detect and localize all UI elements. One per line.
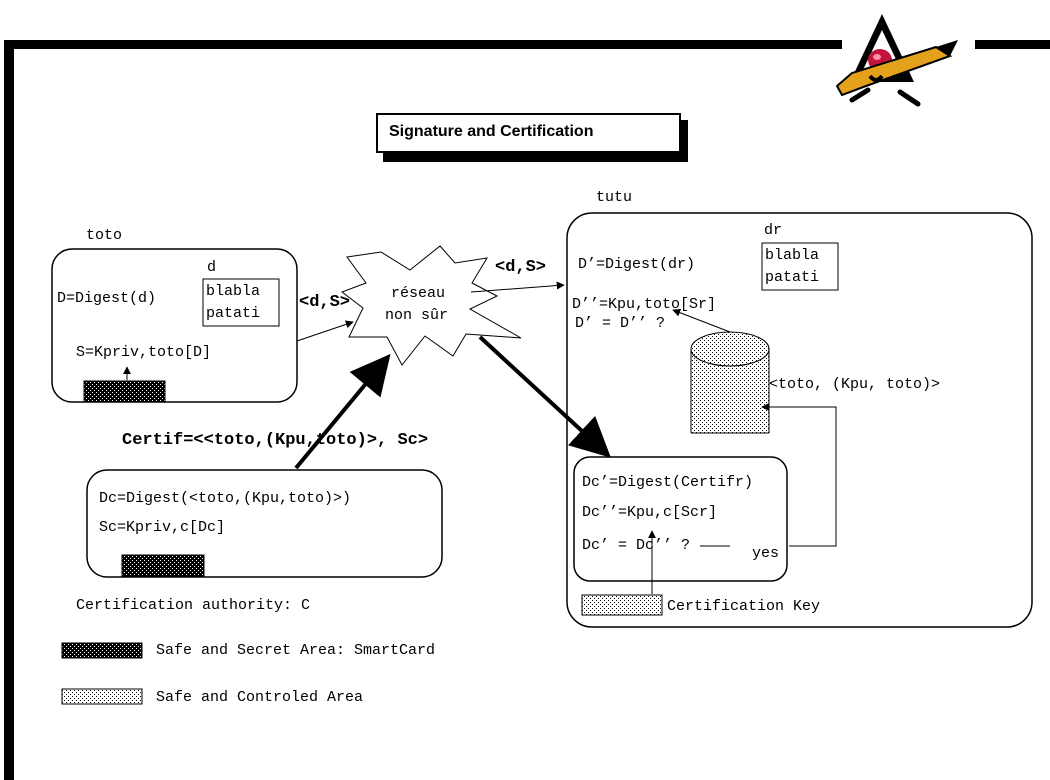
tutu-compare: D’ = D’’ ? — [575, 315, 666, 332]
title-box — [376, 113, 688, 162]
cert-verify: Dc’’=Kpu,c[Scr] — [582, 504, 718, 521]
toto-label: toto — [86, 227, 123, 244]
network-cloud — [340, 245, 522, 366]
legend-swatches — [61, 642, 143, 705]
network-line-2: non sûr — [385, 307, 449, 324]
network-line-1: réseau — [391, 285, 446, 302]
toto-signature: S=Kpriv,toto[D] — [76, 344, 212, 361]
tutu-doc-line-2: patati — [765, 269, 820, 286]
legend-smartcard-label: Safe and Secret Area: SmartCard — [156, 642, 436, 659]
toto-doc-line-1: blabla — [206, 283, 261, 300]
certificate-label: Certif=<<toto,(Kpu,toto)>, Sc> — [122, 431, 429, 450]
toto-doc-line-2: patati — [206, 305, 261, 322]
diagram-title: Signature and Certification — [389, 123, 594, 140]
legend-controlled-label: Safe and Controled Area — [156, 689, 364, 706]
message-left: <d,S> — [299, 293, 351, 312]
tutu-label: tutu — [596, 189, 633, 206]
cert-digest: Dc’=Digest(Certifr) — [582, 474, 754, 491]
ca-box — [86, 469, 443, 578]
tutu-box — [566, 212, 1033, 628]
cert-compare: Dc’ = Dc’’ ? — [582, 537, 691, 554]
toto-box — [51, 248, 298, 403]
certification-key-label: Certification Key — [667, 598, 821, 615]
tutu-verify: D’’=Kpu,toto[Sr] — [572, 296, 717, 313]
tutu-doc-label: dr — [764, 222, 783, 239]
message-right: <d,S> — [495, 258, 547, 277]
ca-digest: Dc=Digest(<toto,(Kpu,toto)>) — [99, 490, 352, 507]
key-db-entry: <toto, (Kpu, toto)> — [769, 376, 941, 393]
page-frame — [4, 40, 1050, 780]
key-database — [690, 331, 770, 434]
toto-doc-label: d — [207, 259, 217, 276]
yes-label: yes — [752, 545, 780, 562]
tutu-digest: D’=Digest(dr) — [578, 256, 696, 273]
java-duke-logo — [835, 14, 958, 107]
ca-label: Certification authority: C — [76, 597, 311, 614]
tutu-doc-line-1: blabla — [765, 247, 820, 264]
ca-signature: Sc=Kpriv,c[Dc] — [99, 519, 226, 536]
arrows — [294, 281, 837, 594]
toto-digest: D=Digest(d) — [57, 290, 157, 307]
